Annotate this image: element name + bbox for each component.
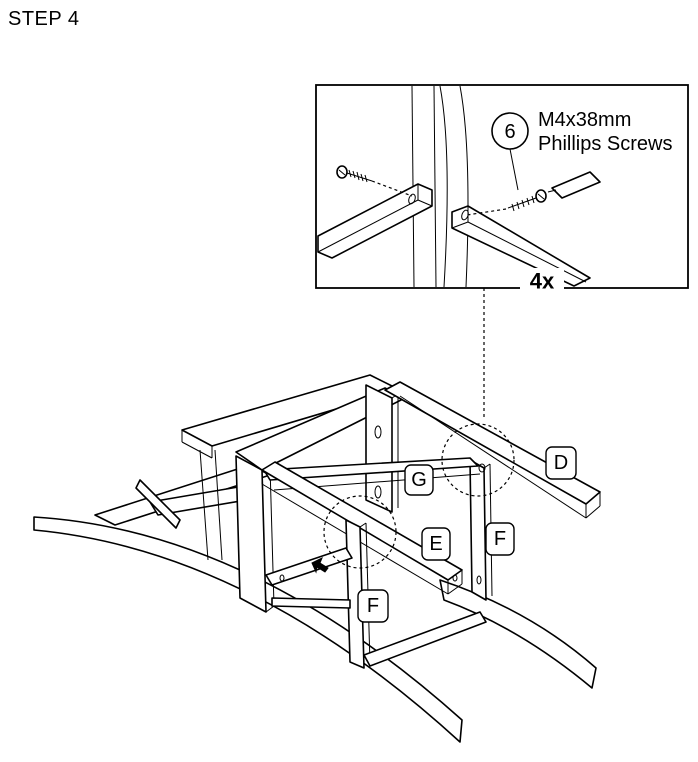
back-slats [94,449,271,561]
svg-text:E: E [429,533,442,555]
hardware-name: Phillips Screws [538,133,672,155]
hardware-number: 6 [504,121,515,143]
svg-text:D: D [554,452,568,474]
hardware-size: M4x38mm [538,109,631,131]
detail-frame [315,84,689,289]
screw-icon [336,165,413,197]
left-rocker [33,516,463,743]
detail-circle-right [441,423,515,497]
part-label-f-left: F [357,589,389,623]
detail-circle-left [323,495,397,569]
svg-text:F: F [367,595,379,617]
svg-text:G: G [411,469,427,491]
part-label-e: E [421,527,451,561]
chair-assembly [33,374,601,743]
screwdriver-icon [547,171,601,199]
step-title: STEP 4 [8,8,80,30]
right-rocker [439,579,597,689]
hardware-callout: 6 M4x38mm Phillips Screws [491,109,672,191]
part-label-f-right: F [485,522,515,556]
part-label-d: D [545,446,577,480]
direction-arrow-icon [311,556,329,574]
bottom-stretcher [265,547,487,667]
detail-inset: 6 M4x38mm Phillips Screws 4x [315,84,689,294]
rear-post-right [365,384,399,513]
screw-icon [466,189,547,216]
quantity-bg [520,268,564,290]
quantity-label: 4x [530,269,555,294]
part-label-g: G [404,464,434,496]
inset-left-rail [317,183,433,259]
inset-right-rail [451,205,591,287]
svg-text:F: F [494,528,506,550]
